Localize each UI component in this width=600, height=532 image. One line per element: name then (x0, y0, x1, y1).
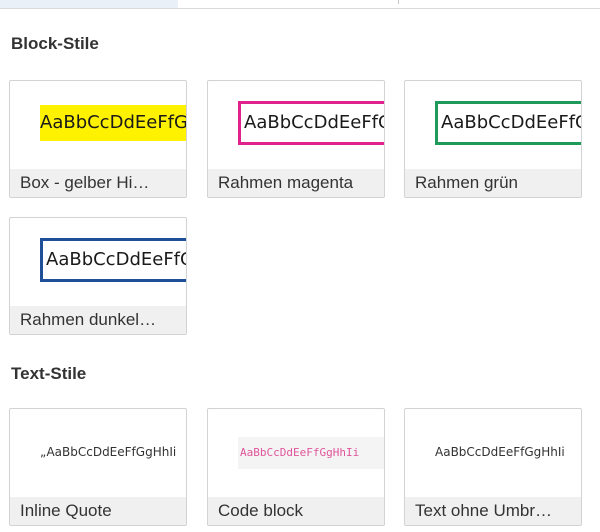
style-sample-text: AaBbCcDdEeFfGgHhIi (435, 101, 581, 145)
style-label: Inline Quote (10, 497, 186, 525)
style-box-yellow-highlight[interactable]: AaBbCcDdEeFfGgHhIi Box - gelber Hi… (9, 80, 187, 198)
style-sample-text: AaBbCcDdEeFfGgHhIi (238, 101, 384, 145)
toolbar-divider (398, 0, 399, 4)
block-styles-heading: Block-Stile (11, 34, 99, 53)
style-sample-text: AaBbCcDdEeFfGgHhIi (40, 105, 186, 141)
style-label: Rahmen grün (405, 169, 581, 197)
style-sample-text: AaBbCcDdEeFfGgHhIi (435, 445, 565, 459)
style-label: Box - gelber Hi… (10, 169, 186, 197)
active-tab-indicator (0, 0, 178, 8)
style-preview: AaBbCcDdEeFfGgHhIi (208, 81, 384, 170)
style-label: Text ohne Umbr… (405, 497, 581, 525)
style-label: Code block (208, 497, 384, 525)
style-preview: AaBbCcDdEeFfGgHhIi (10, 81, 186, 170)
style-preview: AaBbCcDdEeFfGgHhIi (208, 409, 384, 498)
style-code-block[interactable]: AaBbCcDdEeFfGgHhIi Code block (207, 408, 385, 526)
style-inline-quote[interactable]: „AaBbCcDdEeFfGgHhIi Inline Quote (9, 408, 187, 526)
style-preview: „AaBbCcDdEeFfGgHhIi (10, 409, 186, 498)
style-preview: AaBbCcDdEeFfGgHhIi (405, 409, 581, 498)
style-preview: AaBbCcDdEeFfGgHhIi (405, 81, 581, 170)
style-preview: AaBbCcDdEeFfGgHhIi (10, 218, 186, 307)
style-text-nowrap[interactable]: AaBbCcDdEeFfGgHhIi Text ohne Umbr… (404, 408, 582, 526)
style-sample-text: AaBbCcDdEeFfGgHhIi (40, 238, 186, 282)
style-label: Rahmen magenta (208, 169, 384, 197)
style-sample-text: „AaBbCcDdEeFfGgHhIi (40, 445, 177, 459)
style-border-magenta[interactable]: AaBbCcDdEeFfGgHhIi Rahmen magenta (207, 80, 385, 198)
style-label: Rahmen dunkel… (10, 306, 186, 334)
style-border-dark-blue[interactable]: AaBbCcDdEeFfGgHhIi Rahmen dunkel… (9, 217, 187, 335)
top-toolbar-edge (0, 0, 600, 9)
style-sample-text: AaBbCcDdEeFfGgHhIi (238, 437, 384, 469)
text-styles-heading: Text-Stile (11, 364, 87, 383)
style-border-green[interactable]: AaBbCcDdEeFfGgHhIi Rahmen grün (404, 80, 582, 198)
